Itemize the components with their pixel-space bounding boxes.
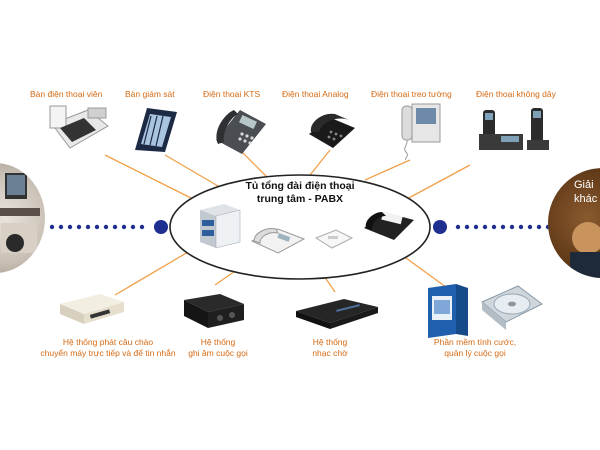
pabx-title-line1: Tủ tổng đài điện thoại bbox=[245, 180, 355, 192]
music-on-hold-icon bbox=[296, 299, 378, 329]
label-billing-line2: quản lý cuộc gọi bbox=[444, 348, 506, 358]
pabx-title-line2: trung tâm - PABX bbox=[256, 193, 344, 205]
label-music-line1: Hệ thống bbox=[312, 337, 348, 347]
software-cd-icon bbox=[481, 285, 543, 330]
label-analog-phone: Điện thoại Analog bbox=[282, 89, 349, 99]
pabx-title: Tủ tổng đài điện thoại trung tâm - PABX bbox=[200, 180, 400, 206]
central-phone-icon bbox=[250, 228, 306, 254]
left-office-photo bbox=[0, 163, 45, 273]
label-recording-system: Hệ thống ghi âm cuộc gọi bbox=[168, 337, 268, 359]
link-operator-desk bbox=[104, 154, 206, 206]
greeting-system-icon bbox=[60, 294, 124, 324]
wall-phone-icon bbox=[401, 103, 441, 160]
label-music-line2: nhạc chờ bbox=[312, 348, 348, 358]
digital-phone-icon bbox=[216, 110, 266, 154]
label-cordless-phone: Điện thoại không dây bbox=[476, 89, 556, 99]
link-greeting-system bbox=[114, 244, 201, 296]
billing-software-icon bbox=[428, 284, 468, 338]
label-greeting-line2: chuyển máy trực tiếp và để tin nhắn bbox=[40, 348, 176, 358]
central-module-icon bbox=[314, 229, 354, 249]
label-recording-line1: Hệ thống bbox=[200, 337, 236, 347]
right-edge-caption: Giải khác bbox=[574, 178, 597, 206]
label-wall-phone: Điện thoại treo tường bbox=[371, 89, 452, 99]
call-recorder-icon bbox=[184, 294, 244, 328]
left-dotted-link bbox=[49, 220, 168, 234]
operator-console-icon bbox=[49, 105, 109, 149]
label-monitor-desk: Bàn giám sát bbox=[125, 89, 175, 99]
right-dotted-link bbox=[433, 220, 551, 234]
right-edge-line1: Giải bbox=[574, 179, 594, 191]
label-music-system: Hệ thống nhạc chờ bbox=[290, 337, 370, 359]
monitor-console-icon bbox=[135, 108, 177, 152]
link-analog-phone bbox=[309, 149, 331, 176]
label-digital-phone: Điện thoại KTS bbox=[203, 89, 261, 99]
label-greeting-line1: Hệ thống phát câu chào bbox=[62, 337, 154, 347]
analog-phone-icon bbox=[309, 113, 355, 148]
label-greeting-system: Hệ thống phát câu chào chuyển máy trực t… bbox=[18, 337, 198, 359]
label-billing-line1: Phần mềm tính cước, bbox=[433, 337, 517, 347]
pabx-ellipse bbox=[169, 174, 431, 280]
pabx-cabinet-icon bbox=[200, 204, 241, 249]
right-edge-line2: khác bbox=[574, 193, 598, 205]
link-cordless-phone bbox=[404, 164, 471, 201]
cordless-phone-icon bbox=[479, 108, 549, 150]
label-billing-software: Phần mềm tính cước, quản lý cuộc gọi bbox=[415, 337, 535, 359]
central-console-icon bbox=[364, 211, 414, 240]
link-digital-phone bbox=[239, 149, 271, 181]
label-recording-line2: ghi âm cuộc gọi bbox=[188, 348, 248, 358]
label-operator-desk: Bàn điện thoại viên bbox=[30, 89, 103, 99]
link-wall-phone bbox=[364, 159, 411, 181]
